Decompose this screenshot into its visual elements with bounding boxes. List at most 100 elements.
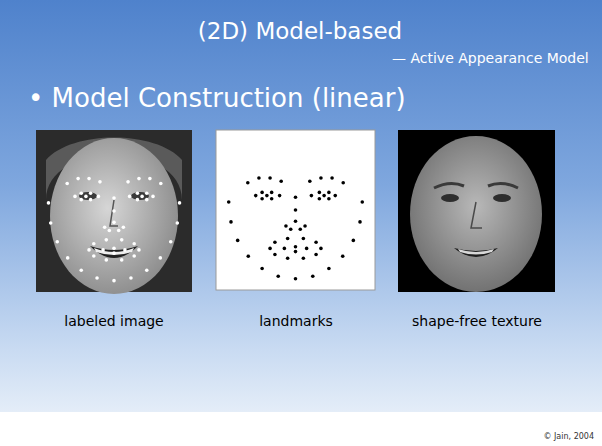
landmark-dot [330,176,334,180]
landmark-dot [137,177,141,181]
landmark-dot [260,191,264,195]
landmark-dot [268,247,272,251]
landmark-dot [298,227,302,231]
landmark-dot [117,229,121,233]
landmark-dot [92,242,96,246]
landmark-dot [286,256,290,260]
bullet-point: • Model Construction (linear) [28,84,406,114]
landmark-dot [294,277,298,281]
landmark-dot [358,220,362,224]
landmark-dot [273,240,277,244]
landmark-dot [129,276,133,280]
landmark-dot [159,182,163,186]
landmark-dot [294,219,298,223]
landmark-dot [319,247,323,251]
landmark-dot [120,238,124,242]
landmark-dot [314,253,318,257]
image-caption: landmarks [259,313,333,329]
landmark-dot [112,209,116,213]
landmark-dot [341,255,345,259]
landmark-dot [132,242,136,246]
landmark-dot [145,191,149,195]
landmark-plot [216,130,375,290]
landmark-dot [73,195,77,199]
copyright-note: © Jain, 2004 [543,432,594,441]
landmark-dot [246,181,250,185]
landmark-dot [352,239,356,243]
landmark-dot [327,267,331,271]
landmark-dot [76,177,80,181]
landmark-dot [246,255,250,259]
landmark-dot [273,253,277,257]
landmark-dot [79,191,83,195]
shape-free-texture [398,130,555,292]
landmark-dot [79,198,83,202]
landmark-dot [236,239,240,243]
landmark-dot [136,191,140,195]
landmark-dot [229,220,233,224]
landmark-dot [169,240,173,244]
landmark-dot [289,227,293,231]
landmark-dot [270,191,274,195]
landmark-dot [333,194,337,198]
landmark-dot [227,200,231,204]
landmark-dot [126,180,130,184]
landmark-dot [270,197,274,201]
landmark-dot [254,194,258,198]
landmark-dot [327,191,331,195]
landmark-dot [360,200,364,204]
image-caption: shape-free texture [412,313,542,329]
landmark-dot [89,191,93,195]
landmark-dot [137,248,141,252]
landmark-dot [151,195,155,199]
landmark-dot [128,195,132,199]
landmark-dot [303,224,307,228]
landmark-dot [92,254,96,258]
landmark-dot [284,224,288,228]
gradient-band [0,0,602,412]
slide-title: (2D) Model-based [198,18,402,44]
landmark-dot [66,256,70,260]
landmark-dot [268,176,272,180]
landmark-dot [112,196,116,200]
landmark-dot [257,176,261,180]
landmark-dot [302,256,306,260]
landmark-dot [148,177,152,181]
landmark-dot [294,245,298,249]
landmark-dot [112,279,116,283]
landmark-dot [286,237,290,241]
landmark-dot [120,258,124,262]
landmark-dot [318,191,322,195]
landmark-dot [279,179,283,183]
landmark-dot [294,250,298,254]
landmark-dot [314,240,318,244]
landmark-dot [178,201,182,205]
landmark-dot [322,194,326,198]
landmark-dot [302,237,306,241]
landmark-dot [87,248,91,252]
landmark-dot [95,276,99,280]
image-caption: labeled image [64,313,163,329]
labeled-face-photo [36,130,192,294]
landmark-dot [97,195,101,199]
landmark-dot [294,195,298,199]
landmark-dot [136,198,140,202]
landmark-dot [294,208,298,212]
landmark-dot [123,248,127,252]
landmark-dot [327,197,331,201]
landmark-dot [112,246,116,250]
landmark-dot [47,201,51,205]
landmark-dot [283,247,287,251]
landmark-dot [265,194,269,198]
landmark-dot [260,267,264,271]
landmark-dot [104,238,108,242]
landmark-dot [311,274,315,278]
landmark-dot [145,268,149,272]
landmark-dot [112,221,116,225]
landmark-dot [104,258,108,262]
landmark-dot [159,256,163,260]
footer-band [0,412,602,446]
landmark-dot [175,221,179,225]
landmark-dot [278,194,282,198]
